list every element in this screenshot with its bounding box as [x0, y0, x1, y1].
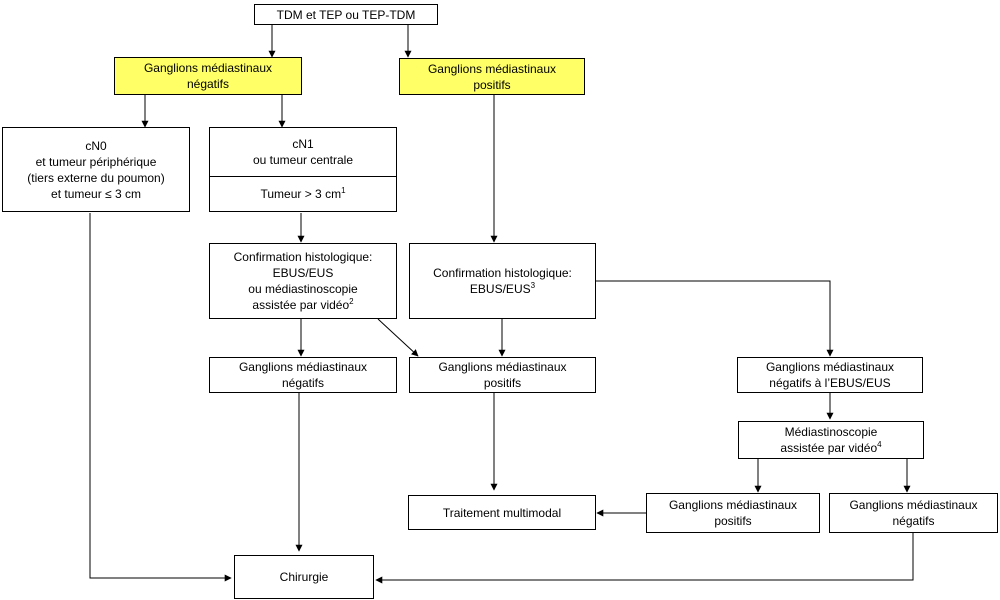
- histo-left-line2: EBUS/EUS: [272, 266, 334, 280]
- cn1-line2: ou tumeur centrale: [252, 153, 354, 167]
- cn1-lower: Tumeur > 3 cm1: [210, 177, 396, 211]
- pos-top-line2: positifs: [473, 77, 511, 92]
- box-mediastinal-negative-top: Ganglions médiastinaux négatifs: [114, 57, 302, 95]
- medias-line2: assistée par vidéo: [780, 441, 878, 455]
- box-histology-left: Confirmation histologique: EBUS/EUS ou m…: [209, 243, 397, 319]
- cn0-line2: et tumeur périphérique: [35, 154, 157, 169]
- cn1-upper: cN1 ou tumeur centrale: [210, 128, 396, 176]
- cn0-line3: (tiers externe du poumon): [27, 170, 165, 185]
- box-mediastinal-negative-mid: Ganglions médiastinaux négatifs: [209, 357, 397, 393]
- box-cn1: cN1 ou tumeur centrale Tumeur > 3 cm1: [209, 127, 397, 212]
- arrow-histo-right-to-neg-ebus: [595, 280, 834, 357]
- box-mediastinal-negative-ebus: Ganglions médiastinaux négatifs à l’EBUS…: [737, 357, 923, 393]
- box-mediastinoscopy: Médiastinoscopie assistée par vidéo4: [738, 421, 924, 459]
- cn1-size-criterion: Tumeur > 3 cm1: [260, 186, 345, 202]
- medias-line2-wrap: assistée par vidéo4: [780, 440, 881, 456]
- box-surgery: Chirurgie: [234, 555, 374, 599]
- footnote-3: 3: [530, 281, 536, 290]
- neg-ebus-line2: négatifs à l’EBUS/EUS: [769, 376, 891, 390]
- pos-low-line1: Ganglions médiastinaux: [668, 498, 798, 512]
- medias-line1: Médiastinoscopie: [784, 425, 878, 439]
- cn1-line3: Tumeur > 3 cm: [260, 187, 342, 201]
- arrow-histo-left-to-pos-mid: [377, 318, 419, 357]
- neg-ebus-line1: Ganglions médiastinaux: [765, 360, 895, 374]
- histo-left-line4-wrap: assistée par vidéo2: [252, 297, 353, 313]
- box-start-imaging: TDM et TEP ou TEP-TDM: [254, 4, 438, 25]
- box-mediastinal-positive-low: Ganglions médiastinaux positifs: [646, 493, 820, 533]
- neg-low-line2: négatifs: [892, 514, 935, 528]
- box-multimodal-treatment: Traitement multimodal: [408, 495, 596, 530]
- footnote-2: 2: [349, 297, 354, 306]
- cn0-line4: et tumeur ≤ 3 cm: [51, 186, 141, 201]
- box-mediastinal-positive-top: Ganglions médiastinaux positifs: [399, 58, 585, 95]
- histo-left-line3: ou médiastinoscopie: [248, 282, 358, 296]
- arrow-cn0-to-surgery: [89, 213, 232, 582]
- arrow-neg-low-to-surgery: [375, 533, 914, 584]
- box-mediastinal-negative-low: Ganglions médiastinaux négatifs: [829, 493, 998, 533]
- histo-left-line4: assistée par vidéo: [252, 298, 350, 312]
- cn1-divider: [210, 176, 396, 177]
- surgery-text: Chirurgie: [279, 570, 329, 584]
- box-mediastinal-positive-mid: Ganglions médiastinaux positifs: [409, 357, 596, 393]
- multimodal-text: Traitement multimodal: [442, 505, 562, 520]
- pos-mid-line1: Ganglions médiastinaux: [438, 360, 567, 374]
- neg-low-line1: Ganglions médiastinaux: [849, 498, 978, 512]
- neg-mid-line2: négatifs: [281, 376, 325, 390]
- histo-right-line1: Confirmation histologique:: [433, 266, 572, 280]
- cn1-line1: cN1: [292, 137, 314, 151]
- histo-right-line2-wrap: EBUS/EUS3: [470, 281, 535, 297]
- neg-top-line2: négatifs: [186, 77, 230, 91]
- pos-top-line1: Ganglions médiastinaux: [427, 61, 557, 76]
- cn0-line1: cN0: [85, 138, 107, 153]
- box-cn0: cN0 et tumeur périphérique (tiers extern…: [2, 127, 190, 212]
- start-text: TDM et TEP ou TEP-TDM: [276, 7, 416, 22]
- histo-right-line2: EBUS/EUS: [469, 282, 531, 296]
- neg-top-line1: Ganglions médiastinaux: [143, 61, 273, 75]
- pos-mid-line2: positifs: [483, 376, 522, 390]
- neg-mid-line1: Ganglions médiastinaux: [238, 360, 368, 374]
- footnote-1: 1: [341, 186, 346, 195]
- box-histology-right: Confirmation histologique: EBUS/EUS3: [409, 243, 596, 319]
- pos-low-line2: positifs: [714, 514, 752, 528]
- footnote-4: 4: [877, 440, 882, 449]
- histo-left-line1: Confirmation histologique:: [233, 250, 373, 264]
